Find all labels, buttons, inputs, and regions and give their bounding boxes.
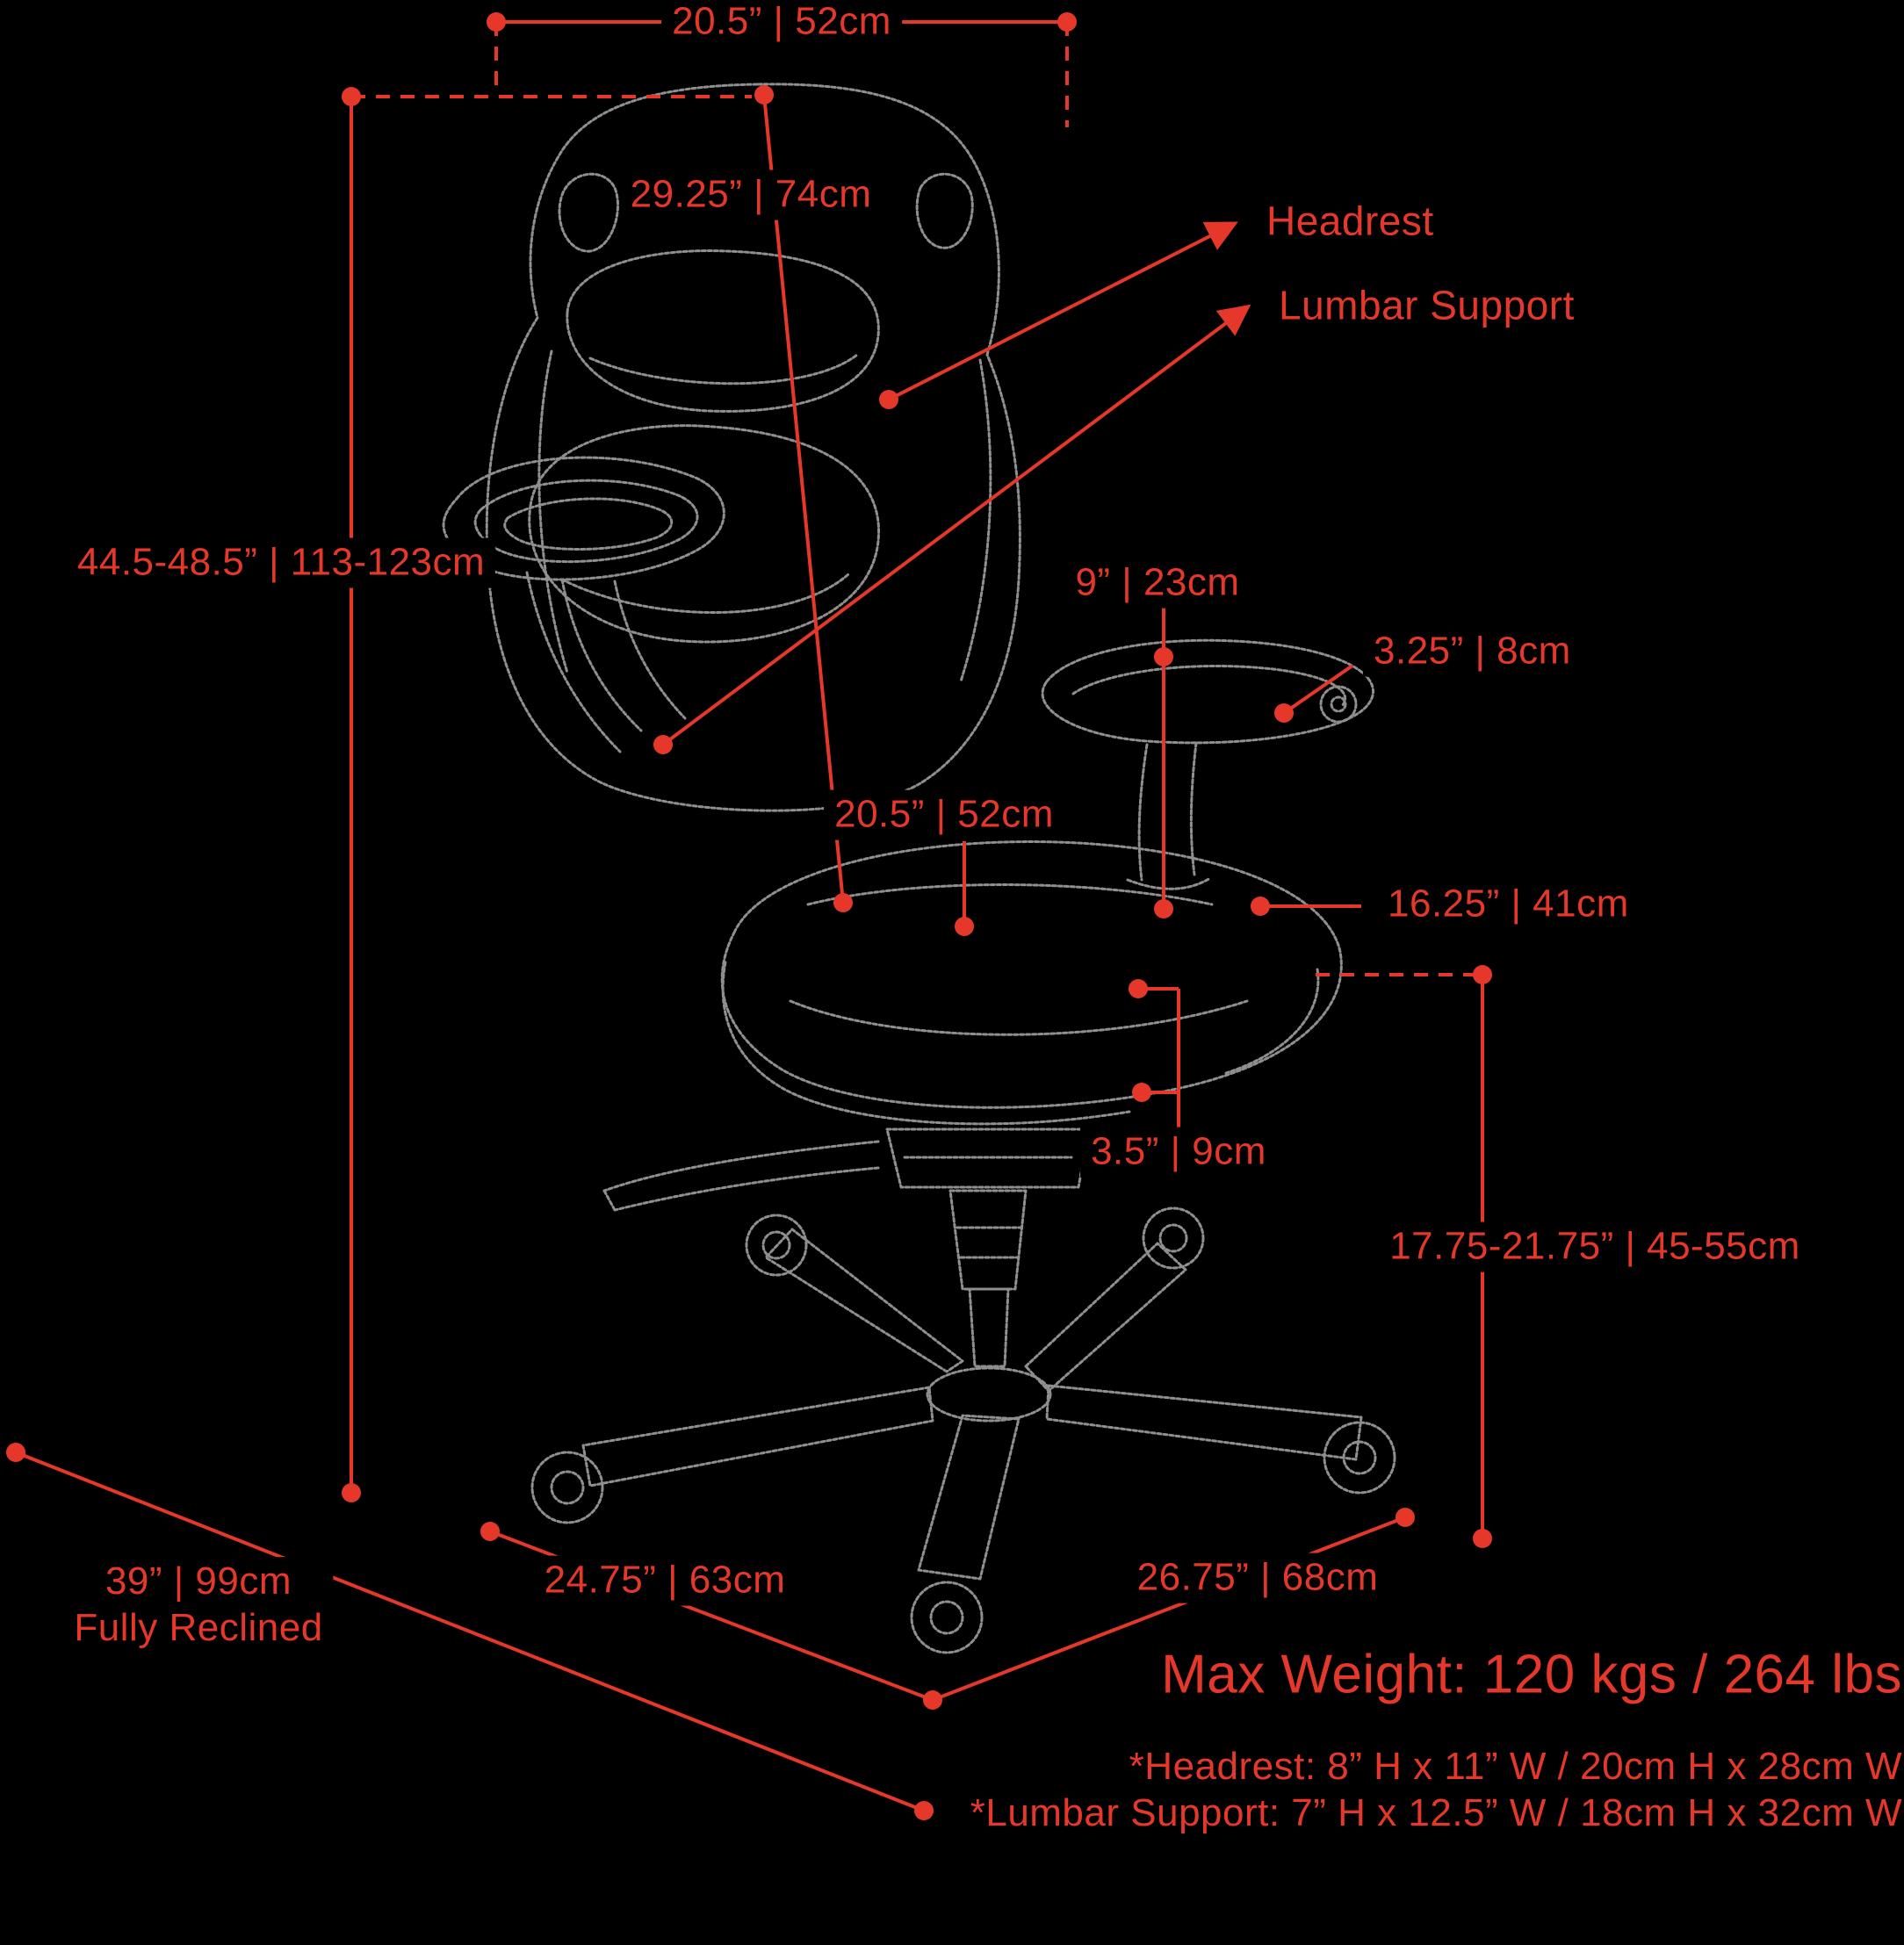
- reclined-length-text: 39” | 99cm: [105, 1560, 292, 1603]
- dim-line-reclined-length: [15, 1451, 925, 1812]
- base-leg-front: [917, 1414, 1021, 1581]
- caster-right: [1323, 1421, 1396, 1495]
- tilt-mechanism: [885, 1127, 1091, 1189]
- backrest-outline: [485, 83, 1021, 812]
- leader-lumbar-support: [661, 304, 1251, 746]
- caster-back-right: [1142, 1207, 1205, 1270]
- caster-back-left: [745, 1214, 808, 1277]
- footnote-max-weight: Max Weight: 120 kgs / 264 lbs: [1161, 1644, 1902, 1705]
- dimension-label-reclined: 39” | 99cm Fully Reclined: [63, 1557, 334, 1653]
- feature-label-lumbar-support: Lumbar Support: [1268, 279, 1585, 332]
- leader-headrest: [888, 221, 1238, 401]
- dimension-label-backrest-width: 20.5” | 52cm: [661, 0, 902, 47]
- dimension-label-backrest-height: 29.25” | 74cm: [619, 169, 883, 220]
- base-leg-left: [581, 1386, 934, 1488]
- base-leg-right: [1045, 1384, 1363, 1461]
- dim-line-base-depth: [932, 1516, 1406, 1702]
- dimension-label-seat-height: 17.75-21.75” | 45-55cm: [1379, 1221, 1811, 1272]
- reclined-caption-text: Fully Reclined: [74, 1606, 323, 1649]
- seat-cushion: [720, 840, 1343, 1109]
- base-leg-back-right: [1024, 1242, 1187, 1393]
- dim-line-armrest-thickness: [1282, 664, 1354, 715]
- recline-lever: [602, 1140, 880, 1192]
- dim-line-backrest-height: [762, 94, 845, 904]
- headrest-hole-left: [558, 172, 619, 253]
- dimension-label-overall-height: 44.5-48.5” | 113-123cm: [66, 537, 496, 588]
- footnote-headrest-dimensions: *Headrest: 8” H x 11” W / 20cm H x 28cm …: [1129, 1745, 1902, 1788]
- dimension-label-armrest-thickness: 3.25” | 8cm: [1363, 626, 1582, 677]
- caster-front: [910, 1581, 984, 1654]
- dimension-label-seat-thickness: 3.5” | 9cm: [1080, 1127, 1277, 1178]
- dimension-label-base-width: 24.75” | 63cm: [533, 1555, 797, 1606]
- caster-left: [530, 1451, 604, 1524]
- base-leg-back-left: [764, 1228, 964, 1373]
- footnote-lumbar-dimensions: *Lumbar Support: 7” H x 12.5” W / 18cm H…: [970, 1791, 1902, 1834]
- dimension-label-armrest-height: 9” | 23cm: [1064, 558, 1251, 609]
- dimension-label-base-depth: 26.75” | 68cm: [1126, 1552, 1389, 1603]
- right-armrest: [1041, 638, 1374, 745]
- gaming-chair-line-art: [442, 83, 1396, 1654]
- headrest-hole-right: [915, 172, 974, 249]
- lumbar-pillow: [528, 424, 881, 644]
- base-hub: [926, 1366, 1052, 1423]
- feature-label-headrest: Headrest: [1256, 195, 1445, 248]
- headrest-pillow: [566, 249, 880, 413]
- gas-lift: [948, 1189, 1028, 1291]
- dimension-label-seat-width: 20.5” | 52cm: [824, 789, 1064, 840]
- dimension-label-seat-depth: 16.25” | 41cm: [1377, 879, 1640, 930]
- dimension-lines-group: [6, 12, 1492, 1820]
